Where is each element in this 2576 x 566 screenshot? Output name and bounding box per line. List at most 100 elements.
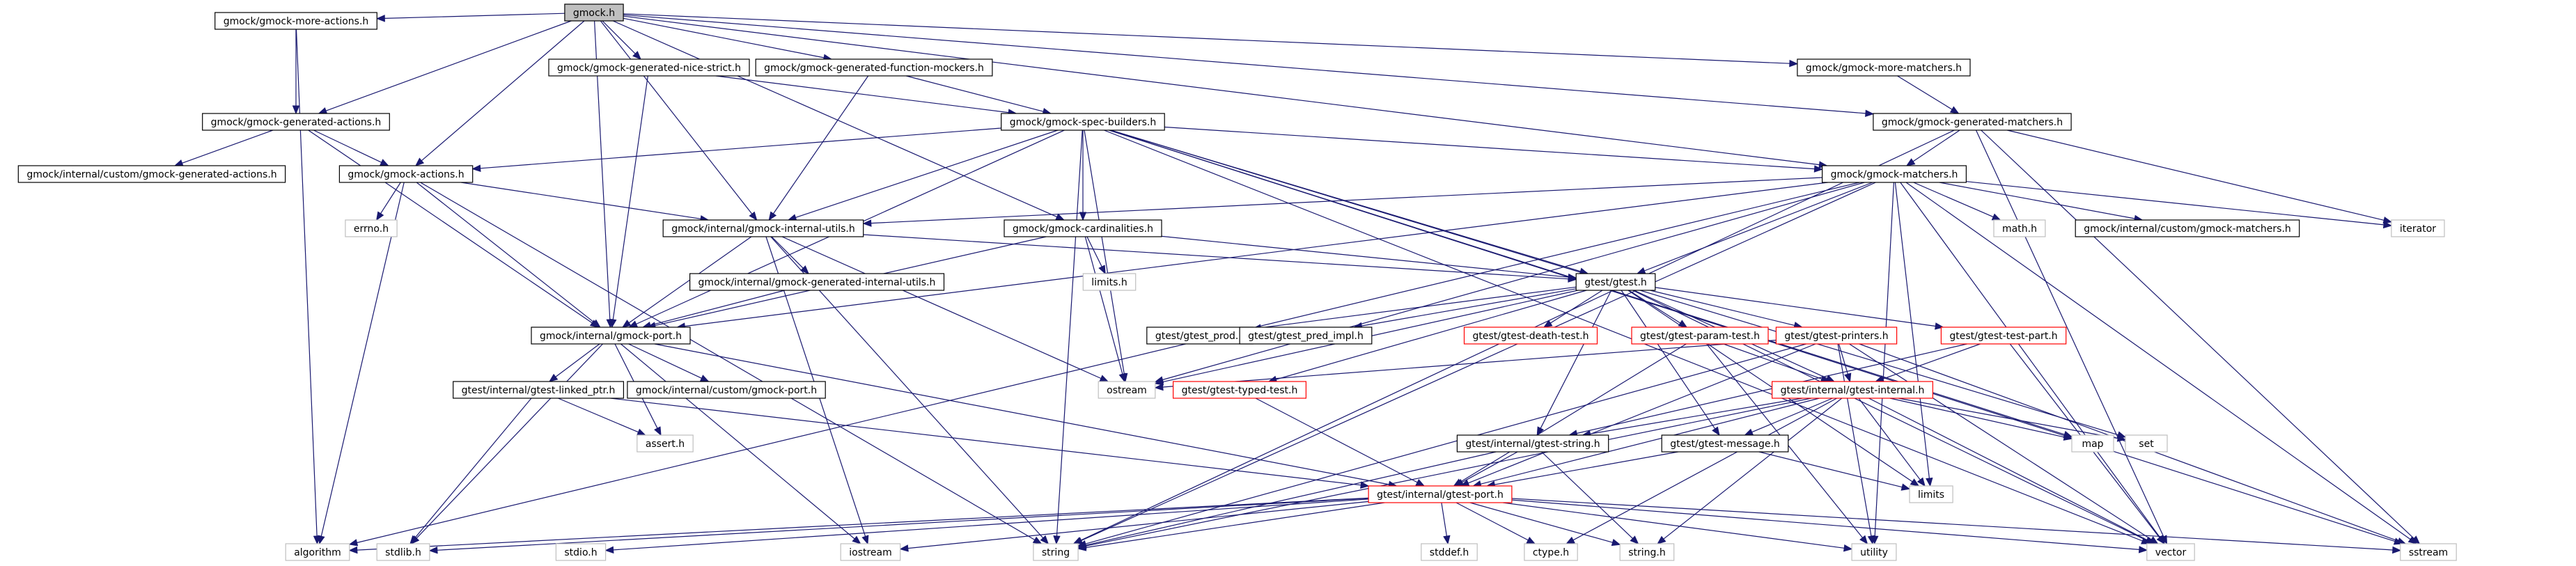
node-typed-test[interactable]: gtest/gtest-typed-test.h	[1172, 381, 1306, 399]
edge-gtest_internal-to-gtest_port	[1480, 398, 1820, 485]
arrowhead-matchers-to-math	[1991, 213, 2001, 221]
node-gtest-internal[interactable]: gtest/internal/gtest-internal.h	[1772, 381, 1934, 399]
node-box	[1575, 273, 1656, 291]
arrowhead-actions-to-gmock_port	[591, 319, 601, 328]
edge-internal_utils-to-gen_internal_utils	[771, 236, 804, 269]
node-label: limits	[1918, 489, 1944, 501]
edge-matchers-to-limits	[1894, 182, 1930, 479]
node-iterator: iterator	[2391, 219, 2445, 237]
arrowhead-actions-to-errno	[375, 211, 384, 221]
node-string-h: string.h	[1619, 543, 1675, 561]
node-label: gmock.h	[573, 8, 615, 19]
edge-gtest_port-to-stdio	[613, 498, 1369, 551]
node-spec-builders[interactable]: gmock/gmock-spec-builders.h	[1001, 113, 1165, 131]
edge-actions-to-gmock_port	[416, 182, 595, 323]
node-gen-actions[interactable]: gmock/gmock-generated-actions.h	[202, 113, 390, 131]
node-custom-matchers[interactable]: gmock/internal/custom/gmock-matchers.h	[2075, 219, 2300, 237]
arrowhead-gmock_h-to-cardinalities	[1055, 213, 1065, 221]
node-label: math.h	[2002, 223, 2037, 235]
node-custom-port[interactable]: gmock/internal/custom/gmock-port.h	[627, 381, 826, 399]
node-ostream: ostream	[1098, 381, 1156, 399]
arrowhead-cardinalities-to-ostream	[1118, 372, 1126, 383]
edge-gtest_h-to-message	[1621, 290, 1716, 430]
arrowhead-internal_utils-to-gmock_port	[622, 320, 632, 328]
node-box	[555, 543, 607, 561]
node-more-matchers[interactable]: gmock/gmock-more-matchers.h	[1797, 58, 1971, 77]
edge-gtest_h-to-typed_test	[1276, 290, 1587, 380]
arrowhead-printers-to-utility	[1867, 535, 1875, 545]
node-more-actions[interactable]: gmock/gmock-more-actions.h	[214, 12, 377, 30]
node-gen-nice-strict[interactable]: gmock/gmock-generated-nice-strict.h	[548, 58, 750, 77]
node-param-test[interactable]: gtest/gtest-param-test.h	[1631, 327, 1769, 345]
edge-gtest_internal-to-ctype	[1572, 398, 1837, 541]
node-message[interactable]: gtest/gtest-message.h	[1661, 434, 1789, 453]
node-label: gmock/gmock-generated-actions.h	[211, 117, 382, 128]
node-stddef: stddef.h	[1421, 543, 1478, 561]
arrowhead-gen_actions-to-custom_gen_actions	[173, 159, 184, 167]
node-box	[345, 219, 398, 237]
node-box	[1421, 543, 1478, 561]
arrowhead-gen_matchers-to-iterator	[2382, 217, 2393, 224]
node-gen-func-mockers[interactable]: gmock/gmock-generated-function-mockers.h	[755, 58, 993, 77]
edge-printers-to-ostream	[1162, 340, 1777, 388]
node-box	[2071, 434, 2114, 453]
arrowhead-gtest_h-to-message	[1712, 426, 1720, 437]
arrowhead-cardinalities-to-gtest_h	[1568, 273, 1577, 281]
edge-gen_actions-to-gmock_port	[308, 129, 593, 324]
edge-gen_nice_strict-to-gmock_port	[612, 75, 648, 320]
node-box	[2400, 543, 2457, 561]
node-label: gtest/gtest-printers.h	[1784, 331, 1888, 342]
edge-gtest_port-to-ctype	[1455, 502, 1529, 541]
edge-gmock_h-to-actions	[421, 20, 585, 162]
node-string: string	[1033, 543, 1079, 561]
node-label: assert.h	[646, 439, 685, 450]
edge-matchers-to-math	[1913, 182, 1994, 218]
node-printers[interactable]: gtest/gtest-printers.h	[1775, 327, 1898, 345]
node-gmock-port[interactable]: gmock/internal/gmock-port.h	[531, 327, 691, 345]
arrowhead-internal_utils-to-gen_internal_utils	[800, 265, 809, 274]
arrowhead-gmock_port-to-iostream	[852, 535, 861, 544]
node-cardinalities[interactable]: gmock/gmock-cardinalities.h	[1004, 219, 1162, 237]
node-box	[1524, 543, 1578, 561]
arrowhead-spec_builders-to-actions	[471, 164, 481, 173]
arrowhead-gtest_string-to-gtest_port	[1454, 478, 1465, 487]
edge-gmock_h-to-internal_utils	[600, 20, 753, 214]
node-test-part[interactable]: gtest/gtest-test-part.h	[1940, 327, 2067, 345]
node-custom-gen-actions[interactable]: gmock/internal/custom/gmock-generated-ac…	[17, 165, 286, 183]
node-gen-internal-utils[interactable]: gmock/internal/gmock-generated-internal-…	[689, 273, 945, 291]
node-label: gmock/gmock-generated-function-mockers.h	[764, 63, 984, 74]
node-gmock-h[interactable]: gmock.h	[564, 3, 624, 22]
node-linked-ptr[interactable]: gtest/internal/gtest-linked_ptr.h	[453, 381, 625, 399]
edge-gtest_port-to-iostream	[907, 501, 1369, 549]
edge-linked_ptr-to-assert	[558, 398, 639, 433]
node-box	[531, 327, 691, 345]
node-actions[interactable]: gmock/gmock-actions.h	[338, 165, 474, 183]
node-box	[1775, 327, 1898, 345]
arrowhead-actions-to-algorithm	[318, 535, 325, 545]
node-box	[1004, 219, 1162, 237]
node-box	[548, 58, 750, 77]
edge-printers-to-string	[1085, 343, 1806, 544]
edge-printers-to-utility	[1837, 343, 1872, 537]
node-gtest-port[interactable]: gtest/internal/gtest-port.h	[1368, 485, 1513, 503]
arrowhead-gtest_internal-to-map	[2063, 433, 2073, 441]
node-math: math.h	[1993, 219, 2046, 237]
arrowhead-matchers-to-algorithm	[348, 539, 359, 547]
edge-matchers-to-string	[1081, 182, 1876, 542]
arrowhead-gtest_port-to-sstream	[2392, 546, 2402, 554]
arrowhead-test_part-to-vector	[2156, 535, 2165, 545]
node-box	[1993, 219, 2046, 237]
node-gtest-h[interactable]: gtest/gtest.h	[1575, 273, 1656, 291]
node-gtest-pred-impl[interactable]: gtest/gtest_pred_impl.h	[1239, 327, 1373, 345]
node-matchers[interactable]: gmock/gmock-matchers.h	[1822, 165, 1967, 183]
edge-gen_internal_utils-to-gmock_port	[650, 290, 786, 326]
node-iostream: iostream	[840, 543, 901, 561]
node-internal-utils[interactable]: gmock/internal/gmock-internal-utils.h	[662, 219, 864, 237]
edge-gtest_internal-to-gtest_string	[1590, 398, 1803, 434]
node-gtest-prod[interactable]: gtest/gtest_prod.h	[1146, 327, 1254, 345]
edge-gtest_string-to-gtest_port	[1462, 451, 1518, 483]
node-gen-matchers[interactable]: gmock/gmock-generated-matchers.h	[1873, 113, 2072, 131]
edge-gen_matchers-to-sstream	[1981, 129, 2414, 539]
node-gtest-string[interactable]: gtest/internal/gtest-string.h	[1456, 434, 1609, 453]
node-death-test[interactable]: gtest/gtest-death-test.h	[1463, 327, 1598, 345]
